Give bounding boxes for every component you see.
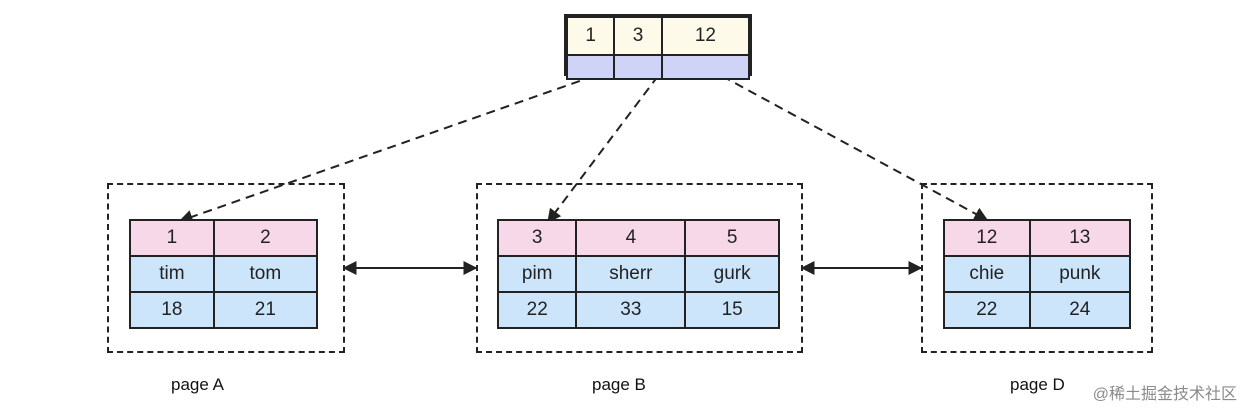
page-d-label: page D — [1010, 375, 1065, 394]
record-name: punk — [1028, 255, 1132, 293]
page-a-records: 1 2 tim tom 18 21 — [129, 219, 319, 329]
root-key: 3 — [613, 16, 663, 56]
record-id: 4 — [575, 219, 687, 257]
record-age: 15 — [684, 291, 780, 329]
pointer-arrow-page-a — [178, 75, 595, 224]
pointer-arrow-page-b — [547, 75, 659, 224]
record-id: 13 — [1028, 219, 1132, 257]
record-id: 3 — [496, 219, 578, 257]
record-age: 21 — [212, 291, 319, 329]
root-pointer-slot — [613, 54, 663, 80]
root-pointer-slot — [660, 54, 751, 80]
page-d-frame — [921, 183, 1153, 353]
root-key: 12 — [660, 16, 751, 56]
record-id: 12 — [943, 219, 1031, 257]
watermark: @稀土掘金技术社区 — [1092, 386, 1237, 403]
record-name: tom — [212, 255, 319, 293]
page-b-frame — [476, 183, 803, 353]
record-name: sherr — [575, 255, 687, 293]
record-age: 33 — [575, 291, 687, 329]
record-name: chie — [943, 255, 1031, 293]
page-b-records: 3 4 5 pim sherr gurk 22 33 15 — [496, 219, 780, 329]
record-name: gurk — [684, 255, 780, 293]
root-key: 1 — [565, 16, 616, 56]
record-age: 22 — [496, 291, 578, 329]
page-a-frame — [107, 183, 345, 353]
root-index-node: 1 3 12 — [564, 14, 752, 80]
page-d-records: 12 13 chie punk 22 24 — [943, 219, 1132, 329]
record-id: 2 — [212, 219, 319, 257]
root-pointer-slot — [565, 54, 616, 80]
page-a-label: page A — [171, 375, 224, 394]
page-b-label: page B — [592, 375, 646, 394]
record-id: 5 — [684, 219, 780, 257]
record-name: tim — [129, 255, 215, 293]
record-name: pim — [496, 255, 578, 293]
record-id: 1 — [129, 219, 215, 257]
record-age: 18 — [129, 291, 215, 329]
record-age: 22 — [943, 291, 1031, 329]
record-age: 24 — [1028, 291, 1132, 329]
pointer-arrow-page-d — [721, 75, 989, 221]
